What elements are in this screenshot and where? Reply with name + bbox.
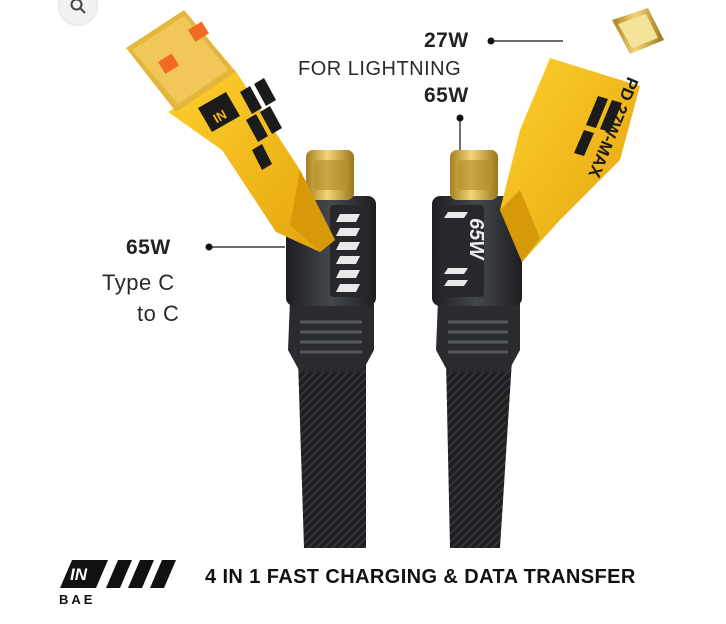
search-icon	[70, 0, 86, 14]
left-logo-engraving: IN	[210, 107, 229, 126]
right-body-65w-engraving: 65W	[465, 218, 487, 261]
left-usba-branch: IN	[126, 10, 335, 252]
zoom-button[interactable]	[58, 0, 98, 26]
lightning-watt-label: 27W	[424, 29, 469, 52]
right-braided-cable	[446, 360, 512, 548]
typec-watt-label: 65W	[126, 236, 171, 259]
footer-tagline: 4 IN 1 FAST CHARGING & DATA TRANSFER	[205, 566, 636, 588]
typec-line2: to C	[137, 301, 180, 326]
left-cable: IN	[126, 10, 376, 548]
callout-lines	[205, 37, 563, 251]
brand-logo: IN BAE	[59, 560, 176, 607]
left-braided-cable	[298, 360, 366, 548]
lightning-description: FOR LIGHTNING	[298, 58, 462, 80]
brand-logo-mark: IN	[70, 565, 88, 584]
left-body-stripes	[336, 214, 360, 292]
brand-logo-sub: BAE	[59, 592, 95, 607]
usbc-top-watt-label: 65W	[424, 84, 469, 107]
right-cable: 65W PD 27W-MAX	[432, 8, 664, 548]
typec-line1: Type C	[102, 270, 175, 295]
right-lightning-branch: PD 27W-MAX	[500, 8, 664, 262]
